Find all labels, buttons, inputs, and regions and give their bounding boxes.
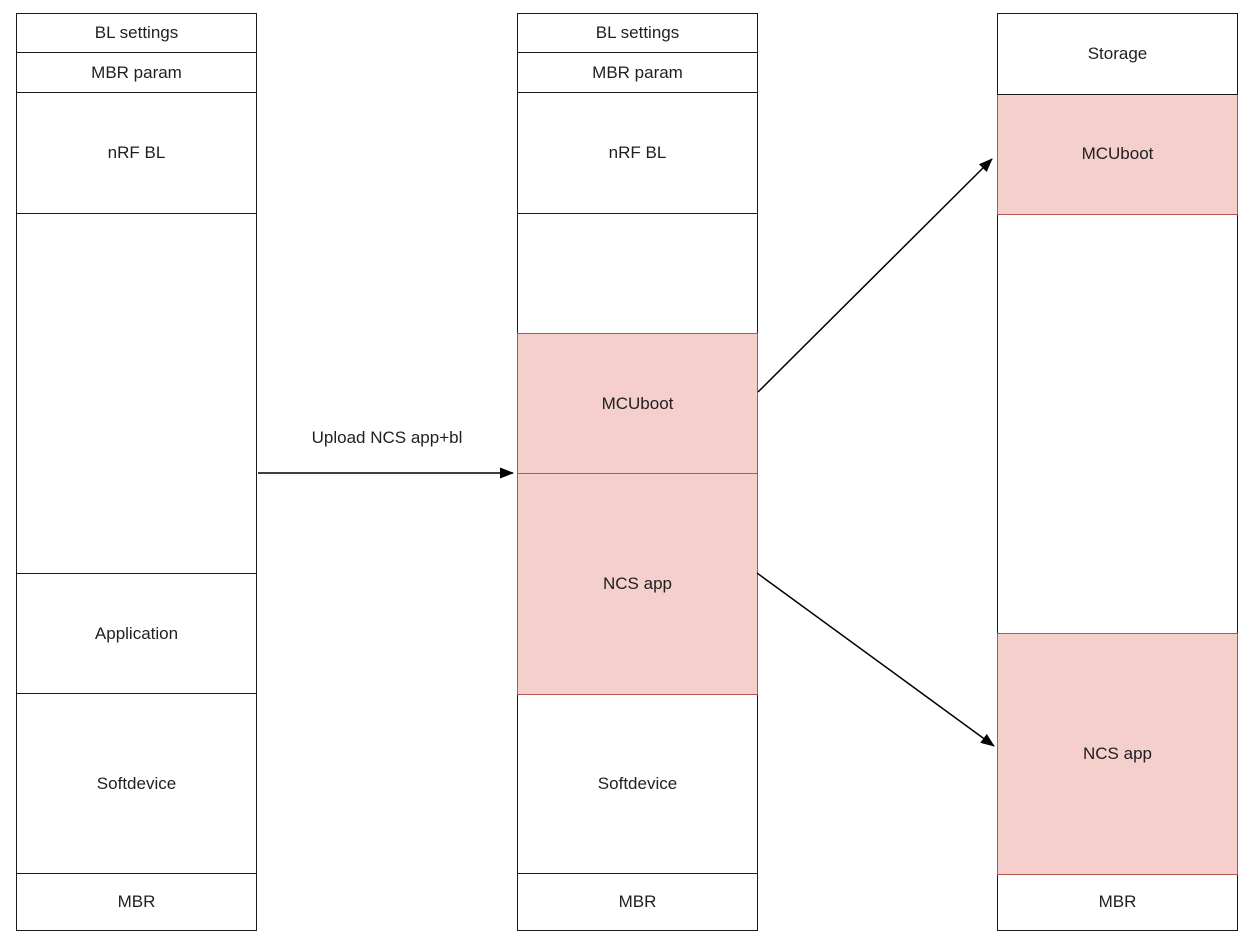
partition-nrf-bl: nRF BL bbox=[16, 92, 257, 215]
partition-application: Application bbox=[16, 573, 257, 695]
partition-empty bbox=[997, 213, 1238, 635]
partition-storage: Storage bbox=[997, 13, 1238, 95]
partition-nrf-bl: nRF BL bbox=[517, 92, 758, 215]
partition-mbr-param: MBR param bbox=[16, 52, 257, 94]
upload-arrow-label: Upload NCS app+bl bbox=[311, 428, 463, 447]
partition-mbr: MBR bbox=[16, 873, 257, 931]
ncs-app-copy-arrow bbox=[756, 572, 995, 747]
partition-mbr-param: MBR param bbox=[517, 52, 758, 94]
partition-softdevice: Softdevice bbox=[517, 693, 758, 875]
partition-mbr: MBR bbox=[997, 873, 1238, 931]
partition-ncs-app: NCS app bbox=[517, 473, 758, 695]
mcuboot-copy-arrow bbox=[757, 158, 993, 393]
partition-mcuboot: MCUboot bbox=[997, 93, 1238, 215]
partition-empty bbox=[517, 213, 758, 335]
partition-bl-settings: BL settings bbox=[16, 13, 257, 54]
partition-empty bbox=[16, 213, 257, 575]
partition-mcuboot: MCUboot bbox=[517, 333, 758, 475]
partition-mbr: MBR bbox=[517, 873, 758, 931]
partition-softdevice: Softdevice bbox=[16, 693, 257, 875]
partition-bl-settings: BL settings bbox=[517, 13, 758, 54]
partition-ncs-app: NCS app bbox=[997, 633, 1238, 875]
